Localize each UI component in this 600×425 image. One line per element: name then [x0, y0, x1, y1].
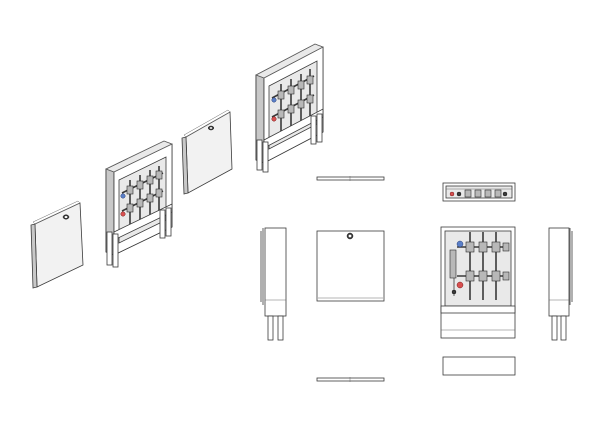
- red-valve-icon: [120, 211, 126, 217]
- door-panel-isometric-small: [181, 109, 233, 195]
- red-valve-icon: [271, 116, 277, 122]
- door-top-edge: [316, 176, 385, 181]
- front-elevation-open: [440, 226, 516, 339]
- front-elevation-closed: [316, 230, 385, 302]
- cabinet-isometric-with-manifold: [105, 140, 173, 268]
- door-panel-isometric: [30, 200, 84, 289]
- side-elevation-right: [548, 227, 573, 341]
- blue-valve-icon: [456, 240, 464, 248]
- blue-valve-icon: [120, 193, 126, 199]
- red-valve-icon: [456, 281, 464, 289]
- side-elevation-left: [260, 227, 287, 341]
- door-bottom-edge: [316, 377, 385, 382]
- plan-view-top: [442, 182, 516, 202]
- cabinet-isometric-rear: [255, 43, 324, 173]
- blue-valve-icon: [271, 97, 277, 103]
- plan-view-bottom: [442, 356, 516, 376]
